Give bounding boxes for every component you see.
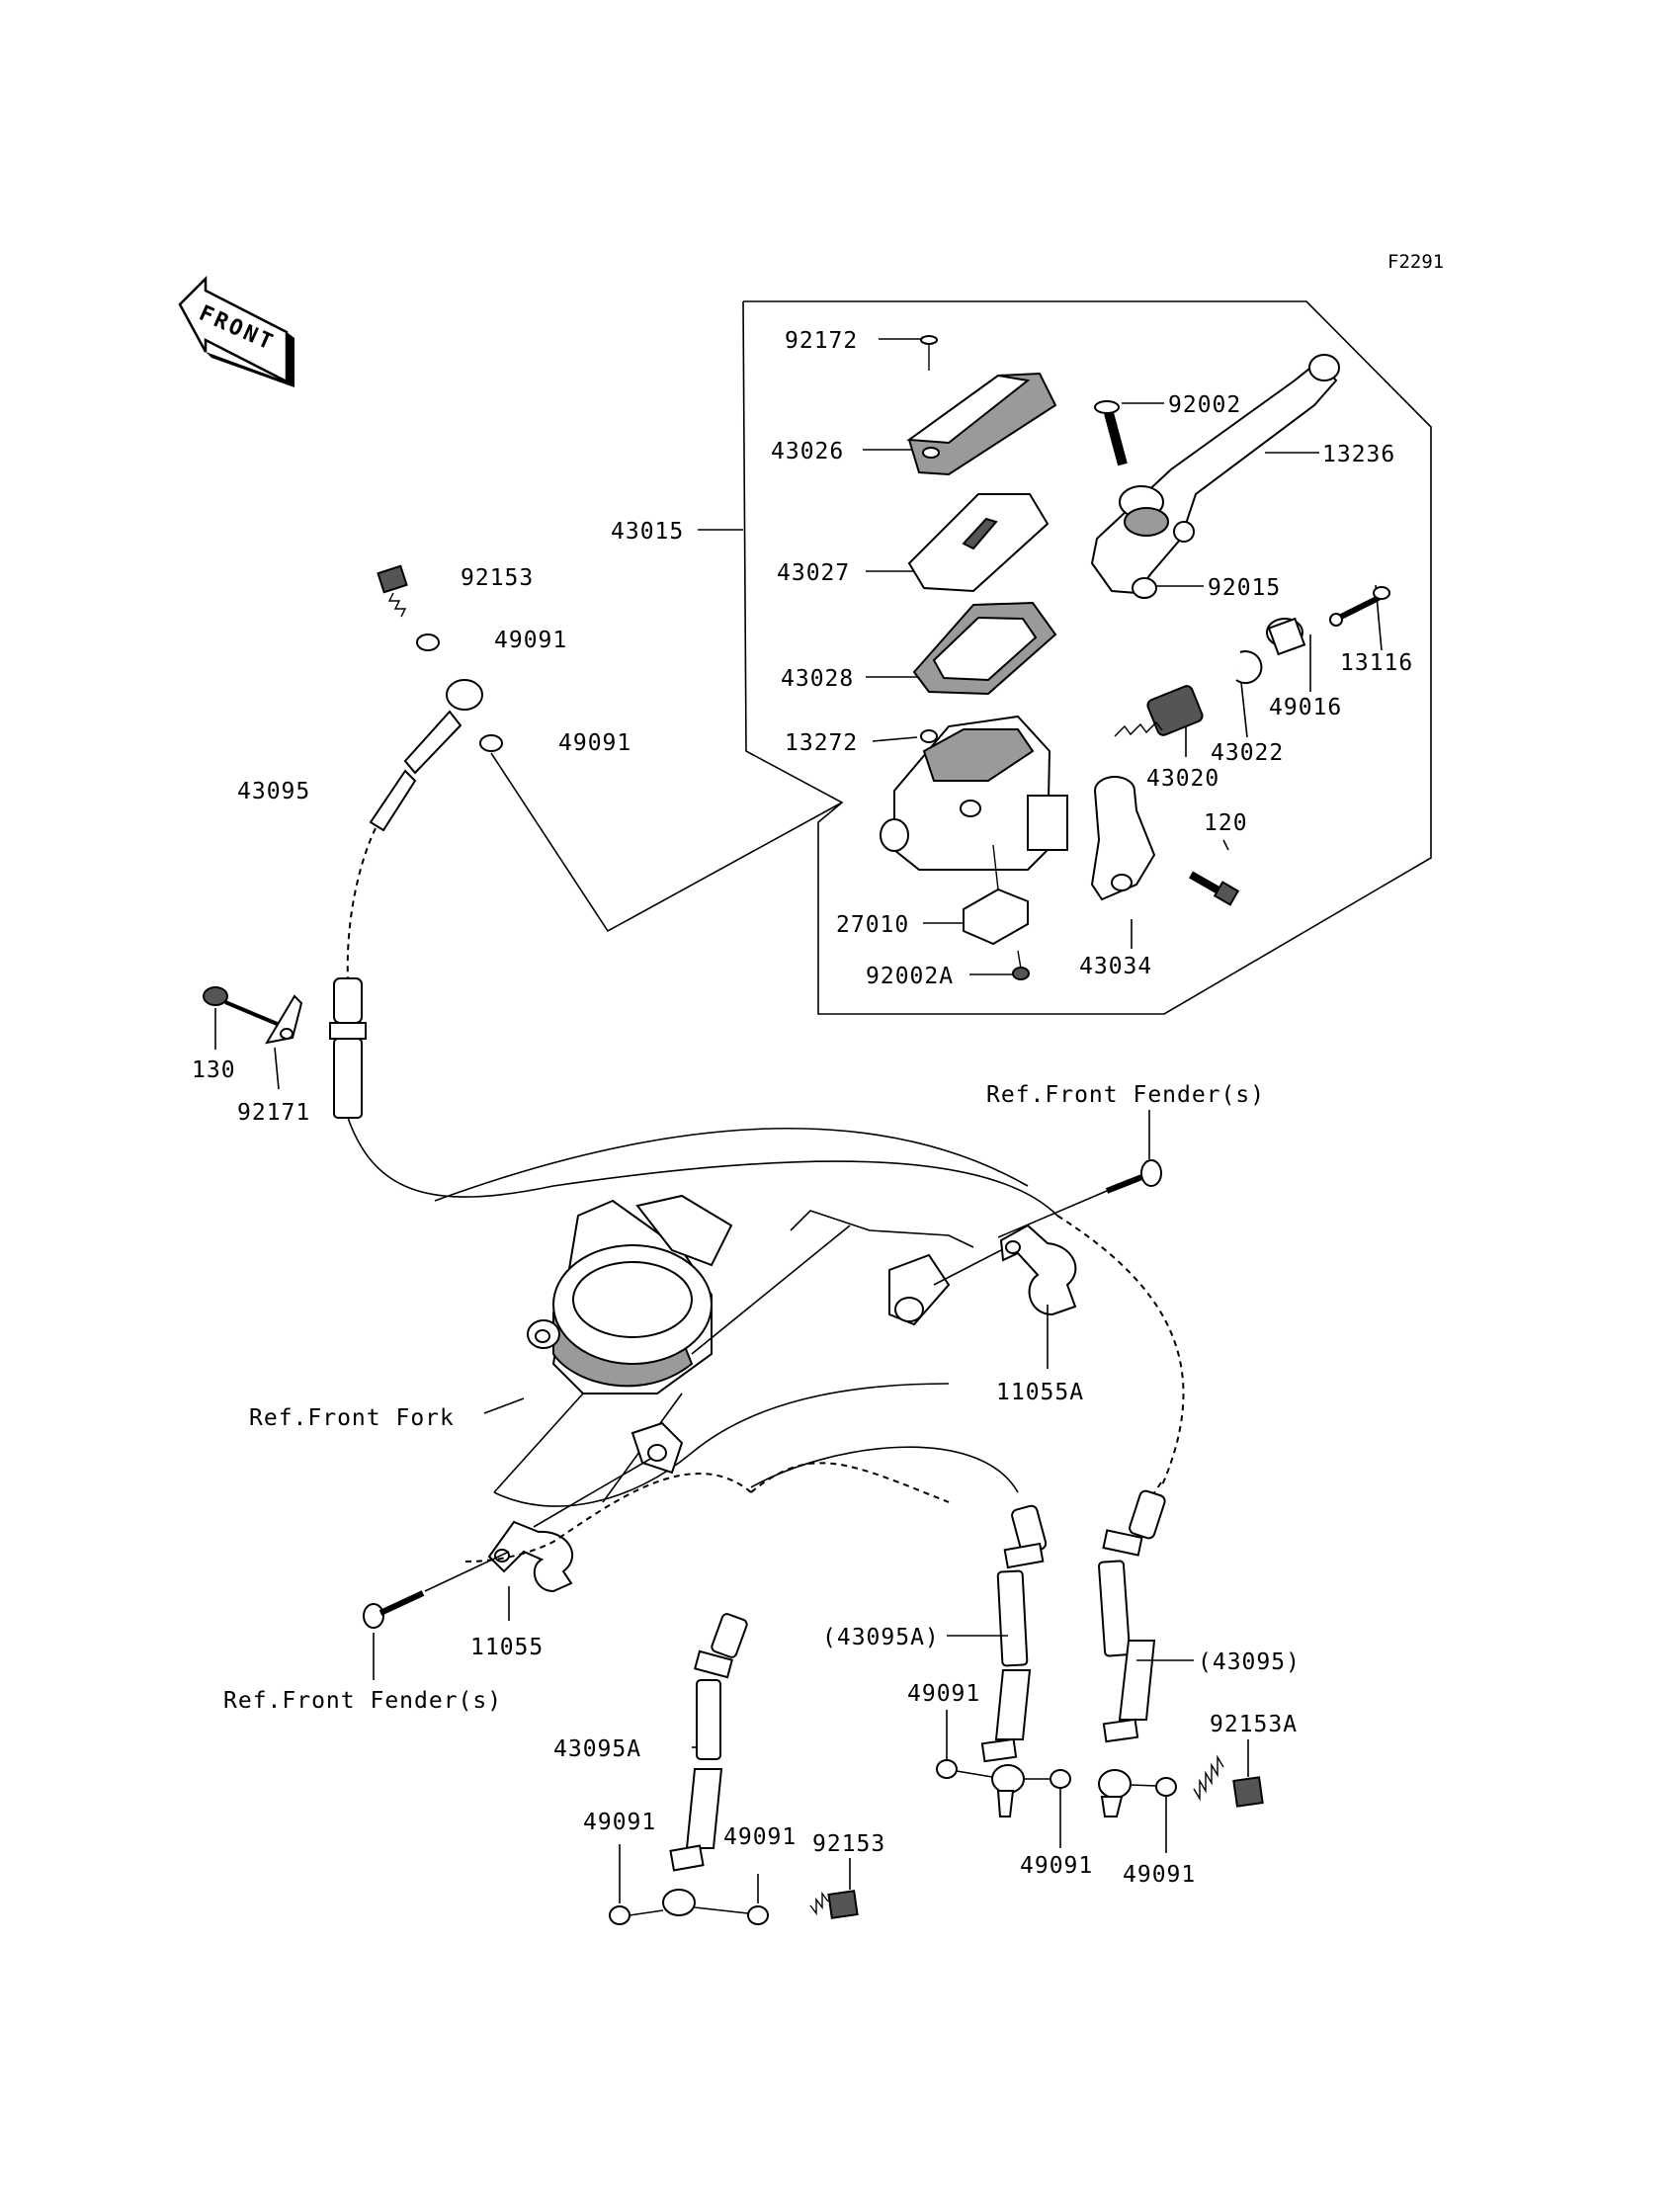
nut-92015: [1132, 577, 1157, 599]
master-cylinder-group-outline: [742, 300, 1432, 1015]
label-43027: 43027: [777, 560, 850, 586]
figure-code: F2291: [1387, 251, 1444, 273]
front-arrow-icon: FRONT: [178, 275, 294, 387]
label-ref-front-fork: Ref.Front Fork: [249, 1405, 455, 1431]
label-49091-g: 49091: [1123, 1862, 1196, 1888]
label-11055A: 11055A: [996, 1380, 1084, 1405]
label-49091-e: 49091: [723, 1824, 797, 1850]
label-92153-top: 92153: [461, 565, 534, 591]
washer-49091-c: [1155, 1777, 1177, 1797]
label-92153A: 92153A: [1210, 1712, 1298, 1737]
bolt-130: [203, 986, 288, 1030]
hose-43095A-left: [662, 1613, 748, 1916]
cap-13272: [920, 729, 938, 743]
bolt-120: [1189, 871, 1240, 906]
washer-49091-e: [747, 1905, 769, 1925]
hose-43095-right: [1098, 1489, 1166, 1817]
label-43095A-paren: (43095A): [822, 1625, 940, 1650]
banjo-fitting-top: [446, 679, 483, 711]
label-43034: 43034: [1079, 954, 1152, 979]
main-hose-line: [346, 827, 377, 979]
label-27010: 27010: [836, 912, 909, 938]
diaphragm-43028: [912, 601, 1057, 696]
clamp-11055A: [999, 1224, 1077, 1316]
clamp-11055: [487, 1520, 574, 1593]
washer-49091-d: [609, 1905, 630, 1925]
washer-49091-top: [416, 634, 440, 651]
lower-left-hose-line: [463, 1473, 752, 1563]
reservoir-cap-43026: [906, 372, 1057, 476]
screw-92002A: [1012, 950, 1030, 980]
label-49091-f: 49091: [1020, 1853, 1093, 1879]
washer-49091-f: [936, 1759, 958, 1779]
right-hose-line: [1056, 1215, 1185, 1488]
label-92002: 92002: [1168, 392, 1241, 418]
label-92171: 92171: [237, 1100, 310, 1126]
label-43020: 43020: [1146, 766, 1219, 792]
hose-joint-left: [329, 977, 367, 1119]
label-49091-b: 49091: [558, 730, 631, 756]
hose-43095-upper: [369, 710, 462, 832]
clamp-43034: [1090, 776, 1156, 901]
label-13272: 13272: [785, 730, 858, 756]
boot-49016: [1266, 617, 1306, 656]
label-43015: 43015: [611, 519, 684, 545]
hose-43095A-middle: [980, 1504, 1048, 1817]
hose-to-cylinder-line: [490, 752, 843, 933]
label-43022: 43022: [1211, 740, 1284, 766]
label-43095: 43095: [237, 779, 310, 804]
label-92153-bottom: 92153: [812, 1831, 885, 1857]
banjo-bolt-92153A: [1193, 1754, 1264, 1808]
label-ref-front-fender-bottom: Ref.Front Fender(s): [223, 1688, 502, 1714]
label-49091-a: 49091: [494, 628, 567, 653]
leader-lines-group: [698, 338, 1383, 975]
label-49091-c: 49091: [907, 1681, 980, 1707]
banjo-bolt-92153-bottom: [809, 1890, 859, 1919]
label-49091-d: 49091: [583, 1810, 656, 1835]
label-43095A: 43095A: [553, 1736, 641, 1762]
screw-92172: [920, 335, 938, 371]
front-fork: [493, 1194, 974, 1507]
lever-13236: [1090, 354, 1340, 595]
plate-43027: [907, 493, 1050, 593]
piston-43020: [1114, 685, 1204, 737]
label-13116: 13116: [1340, 650, 1413, 676]
pushrod-13116: [1329, 586, 1390, 627]
screw-ref-front-fender-bottom: [363, 1590, 425, 1629]
label-92015: 92015: [1208, 575, 1281, 601]
label-ref-front-fender-top: Ref.Front Fender(s): [986, 1082, 1265, 1108]
washer-49091-mid: [479, 734, 503, 752]
screw-ref-front-fender-top: [1105, 1159, 1162, 1194]
label-43095-paren: (43095): [1198, 1649, 1301, 1675]
washer-49091-g: [1050, 1769, 1071, 1789]
label-43026: 43026: [771, 439, 844, 465]
label-120: 120: [1204, 810, 1248, 836]
label-13236: 13236: [1322, 442, 1395, 467]
master-cylinder-body: [880, 715, 1068, 871]
banjo-bolt-92153-top: [377, 564, 408, 618]
label-49016: 49016: [1269, 695, 1342, 720]
label-43028: 43028: [781, 666, 854, 692]
switch-27010: [963, 887, 1029, 946]
label-92172: 92172: [785, 328, 858, 354]
label-92002A: 92002A: [866, 964, 954, 989]
bolt-92002: [1094, 400, 1128, 466]
label-11055: 11055: [470, 1635, 544, 1660]
label-130: 130: [192, 1057, 236, 1083]
circlip-43022: [1235, 650, 1263, 685]
bracket-92171: [265, 994, 303, 1045]
